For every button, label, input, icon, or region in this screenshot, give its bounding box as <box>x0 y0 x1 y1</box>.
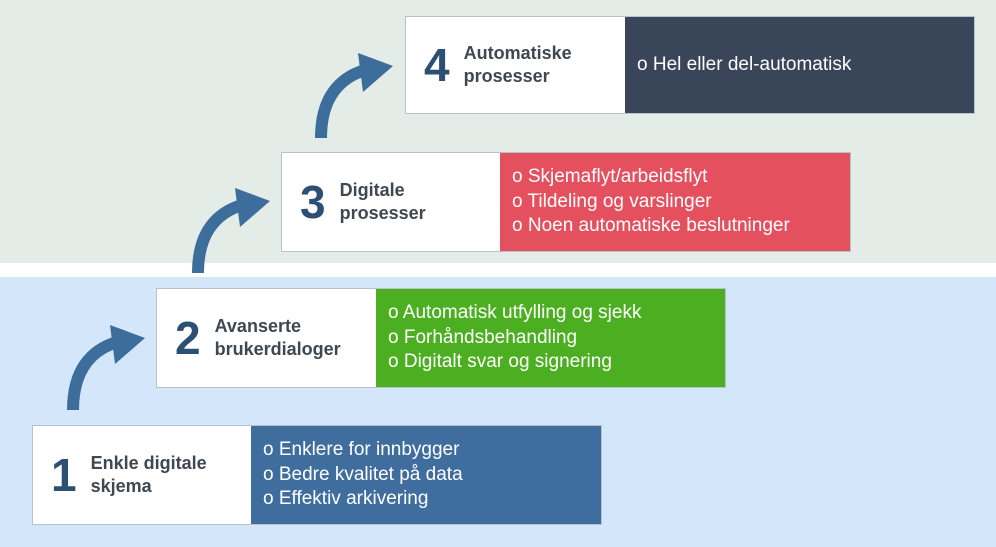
step-3-number: 3 <box>300 176 326 228</box>
step-1-bullet: o Bedre kvalitet på data <box>263 463 463 485</box>
curved-up-right-arrow-icon <box>67 325 145 411</box>
step-1-label: 1 Enkle digitale skjema <box>33 426 251 524</box>
step-3-title: Digitale prosesser <box>339 179 426 223</box>
step-2-bullet: o Automatisk utfylling og sjekk <box>388 301 642 323</box>
step-1-title: Enkle digitale skjema <box>90 452 207 496</box>
step-1-number: 1 <box>51 449 77 501</box>
step-4-card: 4 Automatiske prosesser o Hel eller del-… <box>405 16 975 114</box>
step-4-title: Automatiske prosesser <box>463 42 572 86</box>
step-1-bullet: o Enklere for innbygger <box>263 438 460 460</box>
step-1-details: o Enklere for innbygger o Bedre kvalitet… <box>251 426 601 524</box>
step-3-card: 3 Digitale prosesser o Skjemaflyt/arbeid… <box>281 152 851 252</box>
curved-up-right-arrow-icon <box>192 188 270 274</box>
step-1-card: 1 Enkle digitale skjema o Enklere for in… <box>32 425 602 525</box>
curved-up-right-arrow-icon <box>315 53 393 139</box>
step-3-details: o Skjemaflyt/arbeidsflyt o Tildeling og … <box>500 153 850 251</box>
step-2-label: 2 Avanserte brukerdialoger <box>157 289 376 387</box>
step-4-number: 4 <box>424 39 450 91</box>
step-3-label: 3 Digitale prosesser <box>282 153 500 251</box>
step-2-details: o Automatisk utfylling og sjekk o Forhån… <box>376 289 725 387</box>
step-4-bullet: o Hel eller del-automatisk <box>637 54 852 75</box>
step-3-bullet: o Skjemaflyt/arbeidsflyt <box>512 165 708 187</box>
step-2-number: 2 <box>175 312 201 364</box>
step-2-card: 2 Avanserte brukerdialoger o Automatisk … <box>156 288 726 388</box>
step-2-title: Avanserte brukerdialoger <box>214 315 341 359</box>
step-4-details: o Hel eller del-automatisk <box>625 17 974 113</box>
step-3-bullet: o Tildeling og varslinger <box>512 190 712 212</box>
step-3-bullet: o Noen automatiske beslutninger <box>512 215 790 237</box>
step-1-bullet: o Effektiv arkivering <box>263 488 429 510</box>
step-2-bullet: o Digitalt svar og signering <box>388 351 612 373</box>
step-4-label: 4 Automatiske prosesser <box>406 17 625 113</box>
step-2-bullet: o Forhåndsbehandling <box>388 326 578 348</box>
